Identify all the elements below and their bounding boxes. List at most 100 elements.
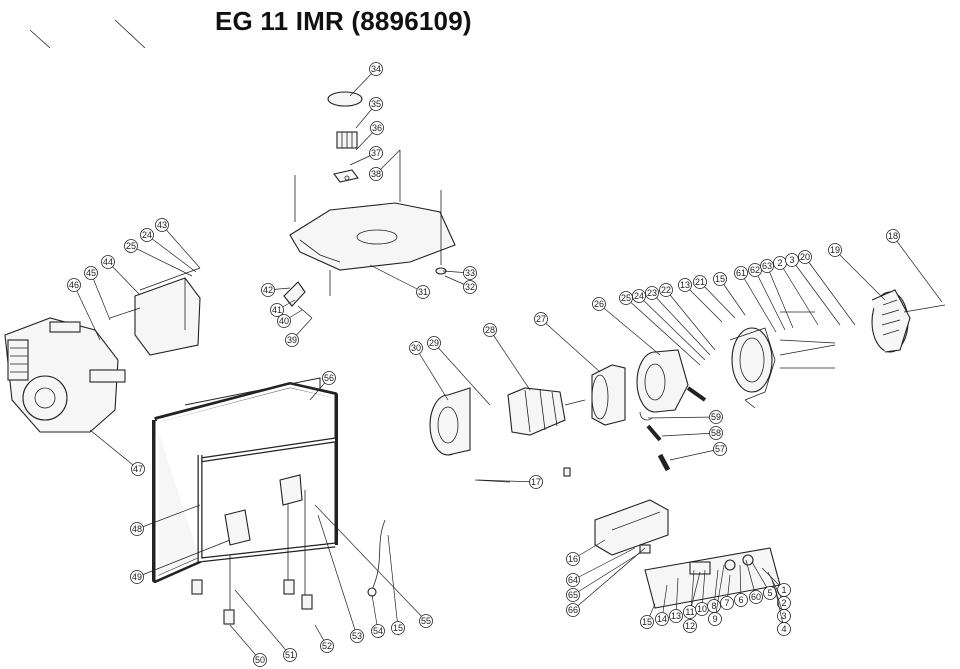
callout-circle xyxy=(709,426,723,440)
callout-c49: 49 xyxy=(130,539,231,584)
callout-leader xyxy=(834,249,886,301)
callout-number: 13 xyxy=(671,611,681,621)
callout-number: 29 xyxy=(429,338,439,348)
ground-wire xyxy=(367,519,386,597)
callout-number: 3 xyxy=(781,611,786,621)
callout-leader xyxy=(684,284,723,323)
corner-marks xyxy=(29,19,146,49)
callout-c48: 48 xyxy=(130,504,201,536)
callout-number: 58 xyxy=(711,428,721,438)
callout-circle xyxy=(155,218,169,232)
callout-number: 15 xyxy=(642,617,652,627)
callout-circle xyxy=(427,336,441,350)
callout-number: 22 xyxy=(661,285,671,295)
callout-circle xyxy=(391,621,405,635)
callout-number: 64 xyxy=(568,575,578,585)
callout-number: 2 xyxy=(777,258,782,268)
callout-number: 23 xyxy=(647,288,657,298)
callout-circle xyxy=(785,253,799,267)
callout-c61: 61 xyxy=(734,266,777,333)
callout-circle xyxy=(463,280,477,294)
callout-leader xyxy=(317,514,358,637)
frame xyxy=(152,377,338,583)
callout-number: 35 xyxy=(371,99,381,109)
callout-leader xyxy=(647,416,717,419)
callout-number: 39 xyxy=(287,335,297,345)
callout-c35: 35 xyxy=(355,97,383,129)
callout-leader xyxy=(90,272,111,321)
callout-c4: 4 xyxy=(774,587,791,636)
callout-number: 26 xyxy=(594,299,604,309)
callout-c10: 10 xyxy=(695,569,709,616)
callout-c31: 31 xyxy=(369,264,430,299)
callout-circle xyxy=(370,121,384,135)
callout-leader xyxy=(651,292,711,356)
callout-c13b: 13 xyxy=(669,577,683,623)
callout-c6: 6 xyxy=(734,564,748,607)
callout-number: 53 xyxy=(352,631,362,641)
callout-number: 2 xyxy=(781,598,786,608)
callout-c28: 28 xyxy=(483,323,531,391)
callout-c16: 16 xyxy=(566,539,606,566)
callout-c39: 39 xyxy=(285,317,313,347)
callout-circle xyxy=(285,333,299,347)
callout-leader xyxy=(107,261,141,296)
callout-leader xyxy=(89,429,139,470)
callout-c64: 64 xyxy=(566,547,636,587)
callout-c15a: 15 xyxy=(387,534,405,635)
callout-c60: 60 xyxy=(745,559,763,604)
callout-number: 5 xyxy=(767,588,772,598)
callout-c15c: 15 xyxy=(640,603,656,629)
callout-number: 18 xyxy=(888,231,898,241)
callout-c17: 17 xyxy=(477,475,543,489)
callout-number: 15 xyxy=(715,274,725,284)
callout-leader xyxy=(130,245,193,277)
callout-number: 1 xyxy=(781,585,786,595)
callout-number: 51 xyxy=(285,650,295,660)
callout-circle xyxy=(655,612,669,626)
callout-c3: 3 xyxy=(785,253,841,326)
callout-c2: 2 xyxy=(773,256,819,326)
callout-circle xyxy=(483,323,497,337)
callout-circle xyxy=(645,286,659,300)
callout-c24a: 24 xyxy=(140,228,197,273)
callout-leader xyxy=(369,264,424,293)
callout-circle xyxy=(777,622,791,636)
control-panel-cover xyxy=(594,499,669,556)
callout-number: 30 xyxy=(411,343,421,353)
callout-number: 28 xyxy=(485,325,495,335)
callout-c20: 20 xyxy=(798,250,856,326)
callout-c59: 59 xyxy=(647,410,723,424)
end-cover xyxy=(871,289,946,353)
callout-c45: 45 xyxy=(84,266,111,321)
callout-leader xyxy=(740,272,777,333)
callout-circle xyxy=(419,614,433,628)
callout-c14: 14 xyxy=(655,584,669,626)
callout-number: 54 xyxy=(373,626,383,636)
callout-number: 60 xyxy=(751,592,761,602)
callout-c50: 50 xyxy=(229,624,267,667)
callout-leader xyxy=(779,262,819,326)
callout-layer: 3435363738313332424140394324254445464756… xyxy=(67,62,943,667)
callout-leader xyxy=(661,432,717,437)
callout-number: 65 xyxy=(568,590,578,600)
callout-number: 57 xyxy=(715,444,725,454)
callout-circle xyxy=(886,229,900,243)
callout-c8: 8 xyxy=(707,569,721,613)
callout-c25a: 25 xyxy=(124,239,193,277)
callout-leader xyxy=(477,479,537,483)
callout-c65: 65 xyxy=(566,552,641,602)
callout-circle xyxy=(678,278,692,292)
callout-circle xyxy=(277,314,291,328)
callout-c53: 53 xyxy=(317,514,364,643)
callout-c38: 38 xyxy=(369,149,401,181)
callout-circle xyxy=(828,243,842,257)
callout-c24b: 24 xyxy=(632,289,706,361)
callout-number: 19 xyxy=(830,245,840,255)
callout-number: 31 xyxy=(418,287,428,297)
callout-number: 41 xyxy=(272,305,282,315)
callout-circle xyxy=(369,97,383,111)
fuel-tank xyxy=(289,150,456,296)
callout-circle xyxy=(640,615,654,629)
callout-leader xyxy=(892,235,943,303)
